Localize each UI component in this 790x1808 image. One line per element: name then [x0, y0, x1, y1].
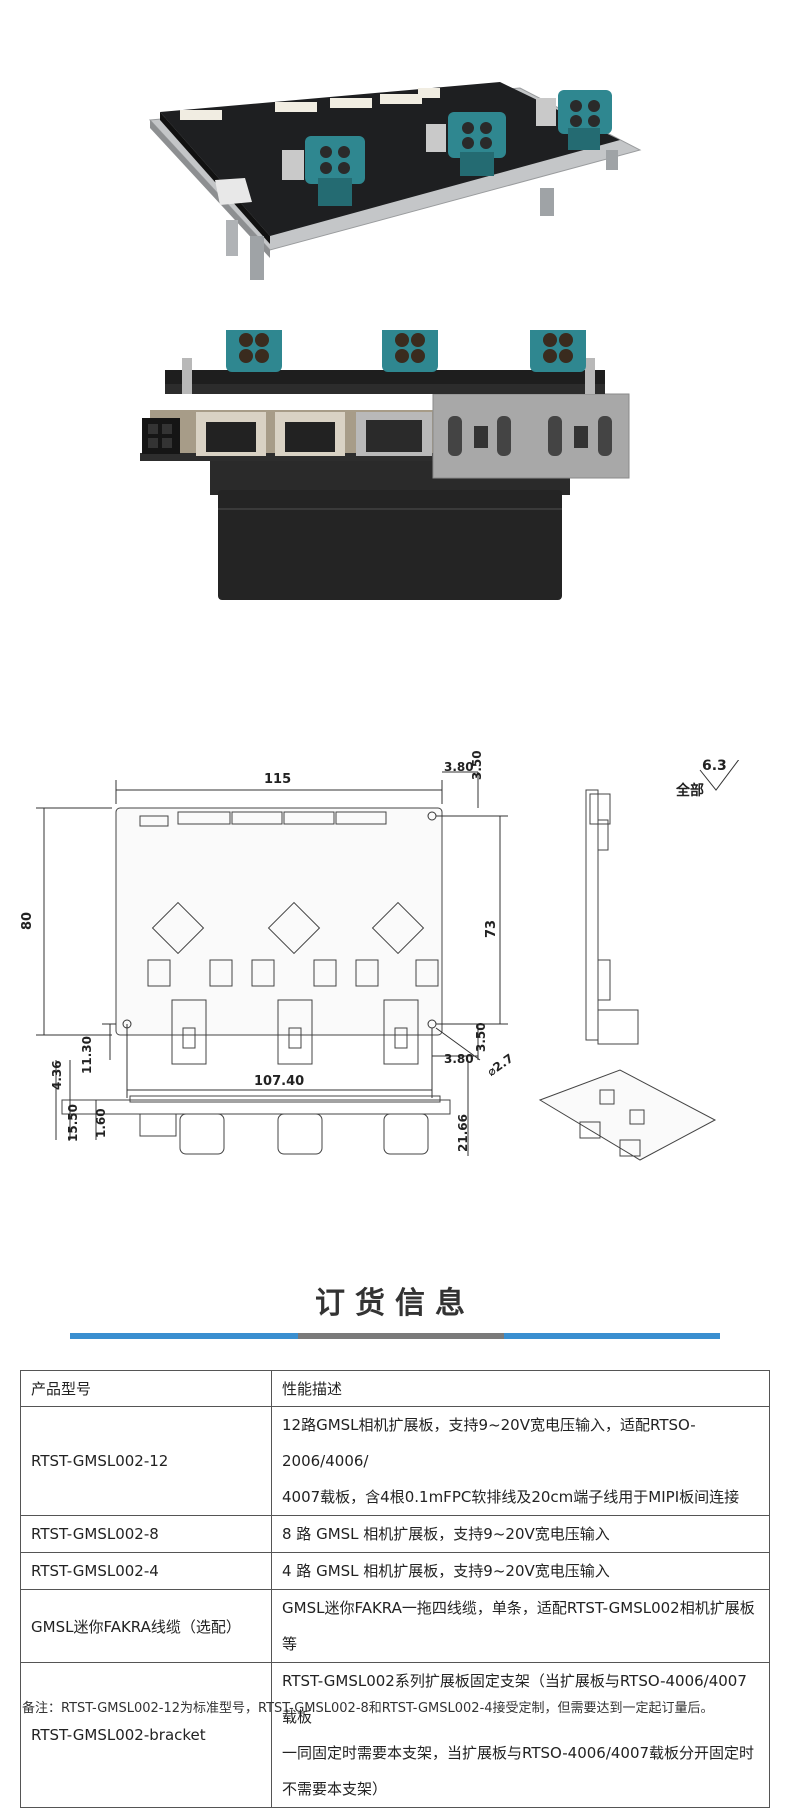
description-line: GMSL迷你FAKRA一拖四线缆，单条，适配RTST-GMSL002相机扩展板等	[282, 1599, 755, 1653]
title-underline	[70, 1333, 720, 1339]
table-row: RTST-GMSL002-8 8 路 GMSL 相机扩展板，支持9~20V宽电压输…	[20, 1515, 770, 1553]
dim-offset-bottom-vertical: 3.50	[474, 1022, 488, 1052]
cell-description: 8 路 GMSL 相机扩展板，支持9~20V宽电压输入	[271, 1515, 770, 1553]
dim-offset-top-vertical: 3.50	[470, 750, 484, 780]
description-line: 4007载板，含4根0.1mFPC软排线及20cm端子线用于MIPI板间连接	[282, 1488, 740, 1506]
roughness-label: 全部	[676, 783, 704, 799]
dim-offset-bottom-right: 3.80	[444, 1052, 474, 1066]
dim-side-height-c: 1.60	[94, 1108, 108, 1138]
dim-hole-span-vertical: 73	[484, 919, 499, 938]
cell-description: RTST-GMSL002系列扩展板固定支架（当扩展板与RTSO-4006/400…	[271, 1662, 770, 1808]
cell-model: GMSL迷你FAKRA线缆（选配）	[20, 1589, 272, 1663]
description-line: 12路GMSL相机扩展板，支持9~20V宽电压输入，适配RTSO-2006/40…	[282, 1416, 696, 1470]
dim-side-height-b: 15.50	[66, 1104, 80, 1142]
underline-right	[504, 1333, 720, 1339]
table-header-row: 产品型号 性能描述	[20, 1370, 770, 1407]
cell-description: GMSL迷你FAKRA一拖四线缆，单条，适配RTST-GMSL002相机扩展板等	[271, 1589, 770, 1663]
dim-offset-top-right: 3.80	[444, 760, 474, 774]
dim-side-height-a: 4.36	[50, 1060, 64, 1090]
product-photo-angled	[0, 0, 790, 300]
cell-model: RTST-GMSL002-4	[20, 1552, 272, 1590]
roughness-value: 6.3	[702, 758, 727, 774]
mechanical-drawing: 115 3.80 3.50 80 73 3.50 3.80 ⌀2.7 11.30…	[0, 750, 790, 1260]
section-title: 订货信息	[315, 1286, 475, 1321]
cell-model: RTST-GMSL002-12	[20, 1406, 272, 1516]
dim-height-left: 80	[20, 911, 35, 930]
description-line: 4 路 GMSL 相机扩展板，支持9~20V宽电压输入	[282, 1562, 610, 1580]
dim-offset-bottom-left: 11.30	[80, 1036, 94, 1074]
dim-width-top: 115	[264, 772, 292, 787]
underline-middle	[298, 1333, 504, 1339]
table-row: RTST-GMSL002-4 4 路 GMSL 相机扩展板，支持9~20V宽电压输…	[20, 1552, 770, 1590]
cell-description: 4 路 GMSL 相机扩展板，支持9~20V宽电压输入	[271, 1552, 770, 1590]
description-line: 不需要本支架）	[282, 1780, 388, 1798]
header-description: 性能描述	[271, 1370, 770, 1407]
footnote: 备注：RTST-GMSL002-12为标准型号，RTST-GMSL002-8和R…	[22, 1701, 714, 1716]
cell-model: RTST-GMSL002-8	[20, 1515, 272, 1553]
underline-left	[70, 1333, 298, 1339]
description-line: RTST-GMSL002系列扩展板固定支架（当扩展板与RTSO-4006/400…	[282, 1672, 747, 1726]
dim-side-height-total: 21.66	[456, 1114, 470, 1152]
cell-description: 12路GMSL相机扩展板，支持9~20V宽电压输入，适配RTSO-2006/40…	[271, 1406, 770, 1516]
product-photo-front	[0, 316, 790, 710]
table-row: GMSL迷你FAKRA线缆（选配）GMSL迷你FAKRA一拖四线缆，单条，适配R…	[20, 1589, 770, 1663]
header-model: 产品型号	[20, 1370, 272, 1407]
description-line: 8 路 GMSL 相机扩展板，支持9~20V宽电压输入	[282, 1525, 610, 1543]
cell-model: RTST-GMSL002-bracket	[20, 1662, 272, 1808]
description-line: 一同固定时需要本支架，当扩展板与RTSO-4006/4007载板分开固定时	[282, 1744, 755, 1762]
dim-hole-span-horizontal: 107.40	[254, 1074, 305, 1089]
